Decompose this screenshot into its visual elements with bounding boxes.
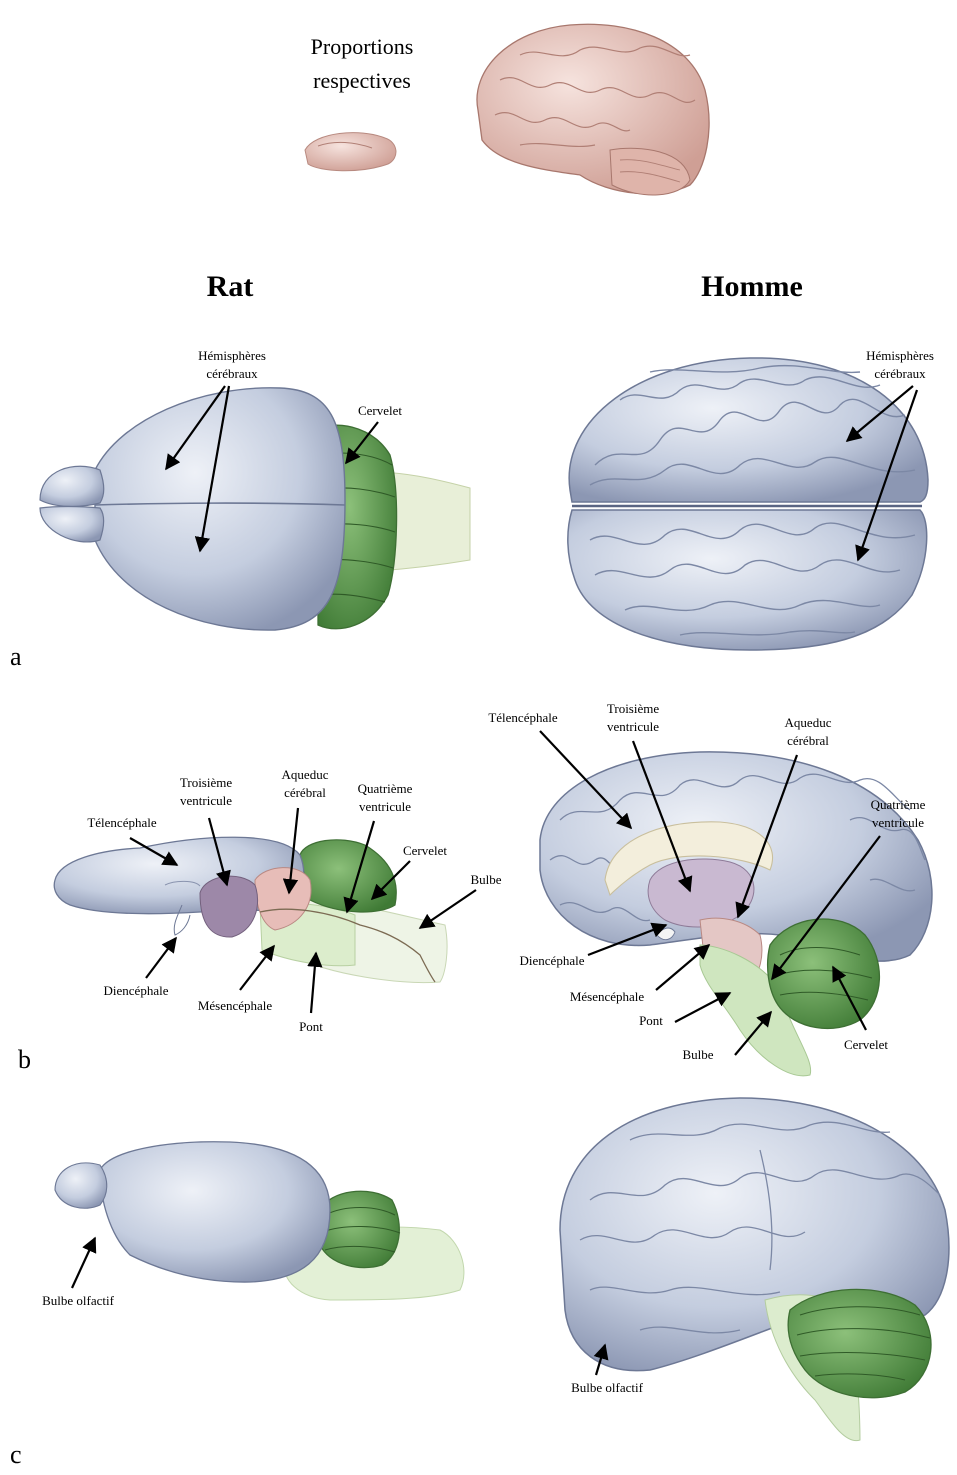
- proportions-title-line1: Proportions: [311, 34, 414, 59]
- rat-mesencephalon-label: Mésencéphale: [198, 998, 273, 1013]
- proportions-title-line2: respectives: [313, 68, 411, 93]
- panel-c: c Bulbe olfactif: [10, 1098, 949, 1469]
- human-aqueduct-label-line2: cérébral: [787, 733, 829, 748]
- human-brain-small-illustration: [477, 24, 709, 195]
- rat-brain-small-illustration: [305, 133, 396, 171]
- rat-diencephalon-label: Diencéphale: [104, 983, 169, 998]
- rat-aqueduct-label-line1: Aqueduc: [282, 767, 329, 782]
- rat-cerebellum-label: Cervelet: [358, 403, 402, 418]
- panel-b: b Troisième ventricule Aqueduc cérébral …: [18, 701, 932, 1076]
- rat-aqueduct-label-line2: cérébral: [284, 785, 326, 800]
- human-diencephalon-label: Diencéphale: [520, 953, 585, 968]
- rat-hemispheres-label-line2: cérébraux: [206, 366, 258, 381]
- panel-c-label: c: [10, 1440, 22, 1469]
- rat-fourth-ventricle-label-line2: ventricule: [359, 799, 411, 814]
- human-third-ventricle-label-line2: ventricule: [607, 719, 659, 734]
- human-aqueduct-label-line1: Aqueduc: [785, 715, 832, 730]
- human-telencephalon-label: Télencéphale: [488, 710, 558, 725]
- rat-telencephalon-label: Télencéphale: [87, 815, 157, 830]
- rat-third-ventricle-label-line2: ventricule: [180, 793, 232, 808]
- rat-olfactory-bulb-arrow: [72, 1238, 95, 1288]
- human-fourth-ventricle-label-line2: ventricule: [872, 815, 924, 830]
- panel-b-label: b: [18, 1045, 31, 1074]
- rat-brain-dorsal: [40, 388, 470, 630]
- rat-olfactory-bulb-label: Bulbe olfactif: [42, 1293, 115, 1308]
- rat-pons-label: Pont: [299, 1019, 323, 1034]
- human-third-ventricle-label-line1: Troisième: [607, 701, 659, 716]
- human-cerebellum-label-b: Cervelet: [844, 1037, 888, 1052]
- human-hemispheres-label-line2: cérébraux: [874, 366, 926, 381]
- panel-a: a Hémisphères cérébraux Cervelet: [10, 348, 934, 671]
- rat-cerebellum-label-b: Cervelet: [403, 843, 447, 858]
- rat-fourth-ventricle-label-line1: Quatrième: [358, 781, 413, 796]
- rat-third-ventricle-label-line1: Troisième: [180, 775, 232, 790]
- human-olfactory-bulb-label: Bulbe olfactif: [571, 1380, 644, 1395]
- rat-medulla-label: Bulbe: [470, 872, 501, 887]
- human-brain-dorsal: [568, 358, 928, 650]
- proportions-header: Proportions respectives: [305, 24, 709, 195]
- column-header-human: Homme: [701, 270, 803, 303]
- human-pons-arrow: [675, 993, 730, 1022]
- rat-diencephalon-arrow: [146, 938, 176, 978]
- human-pons-label: Pont: [639, 1013, 663, 1028]
- human-mesencephalon-label: Mésencéphale: [570, 989, 645, 1004]
- panel-a-label: a: [10, 642, 22, 671]
- rat-hemispheres-label-line1: Hémisphères: [198, 348, 266, 363]
- rat-brain-lateral: [55, 1142, 464, 1300]
- column-header-rat: Rat: [207, 270, 254, 303]
- human-medulla-label: Bulbe: [682, 1047, 713, 1062]
- rat-brain-sagittal: [54, 837, 447, 982]
- rat-mesencephalon-arrow: [240, 946, 274, 990]
- human-fourth-ventricle-label-line1: Quatrième: [871, 797, 926, 812]
- rat-medulla-arrow: [420, 890, 476, 928]
- human-hemispheres-label-line1: Hémisphères: [866, 348, 934, 363]
